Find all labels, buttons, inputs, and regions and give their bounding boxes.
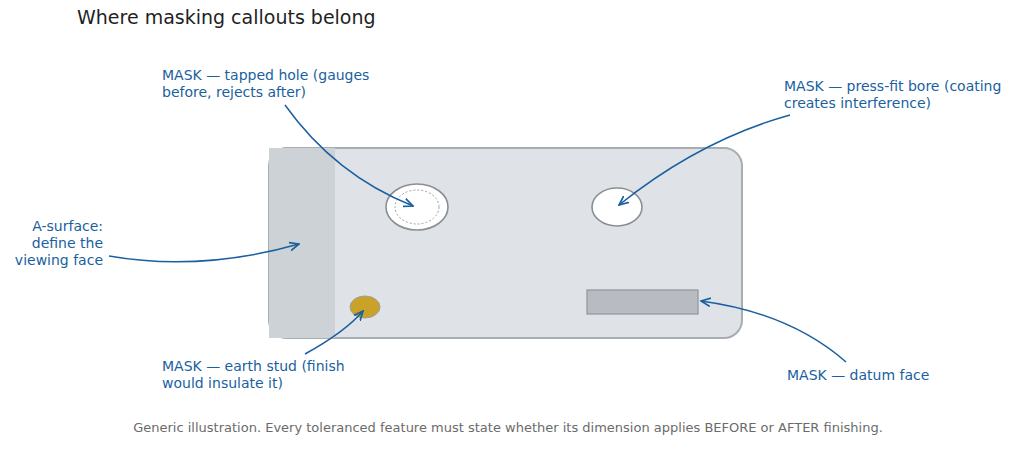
callout-label: MASK — tapped hole (gauges before, rejec… (162, 67, 394, 101)
diagram-title: Where masking callouts belong (77, 9, 376, 26)
leader-line (305, 311, 363, 354)
thread-circle (395, 190, 439, 224)
a-surface-band (269, 148, 335, 338)
tapped-hole (386, 184, 448, 230)
callout-label: MASK — datum face (787, 367, 987, 384)
caption: Generic illustration. Every toleranced f… (8, 419, 1008, 436)
leader-line (109, 244, 299, 262)
part-body (269, 148, 742, 338)
callout-label: A-surface: define the viewing face (3, 218, 103, 269)
callout-label: MASK — press-fit bore (coating creates i… (784, 78, 1010, 112)
callout-label: MASK — earth stud (finish would insulate… (162, 358, 362, 392)
leader-line (701, 301, 846, 362)
earth-stud (350, 296, 380, 318)
datum-face (587, 290, 698, 314)
leader-line (285, 105, 413, 206)
leader-line (619, 115, 790, 205)
